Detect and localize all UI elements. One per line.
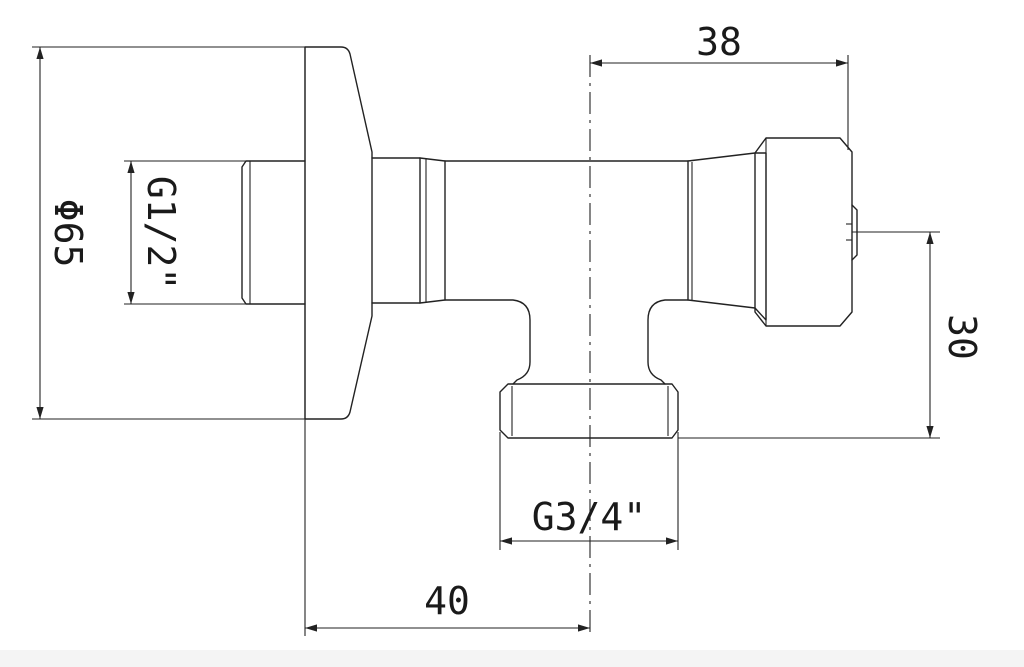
inlet-thread (241, 160, 306, 305)
outlet-nut (499, 383, 679, 439)
flange-outline (304, 46, 373, 420)
footer-strip (0, 650, 1024, 667)
dim-top-length-label: 38 (696, 20, 742, 64)
valve-body (371, 157, 689, 385)
dim-bottom-length-label: 40 (424, 579, 470, 623)
dim-inlet-thread: G1/2" (124, 160, 250, 305)
dim-bottom-length: 40 (305, 579, 590, 632)
dim-flange-diameter-label: Φ65 (46, 199, 90, 268)
dim-right-height-label: 30 (940, 314, 984, 360)
dim-right-height: 30 (678, 231, 984, 439)
dim-outlet-thread-label: G3/4" (532, 495, 646, 539)
dim-inlet-thread-label: G1/2" (139, 176, 183, 290)
dim-top-length: 38 (590, 20, 849, 150)
dim-outlet-thread: G3/4" (499, 432, 679, 550)
dim-flange-diameter: Φ65 (32, 46, 305, 420)
handle (687, 137, 858, 327)
